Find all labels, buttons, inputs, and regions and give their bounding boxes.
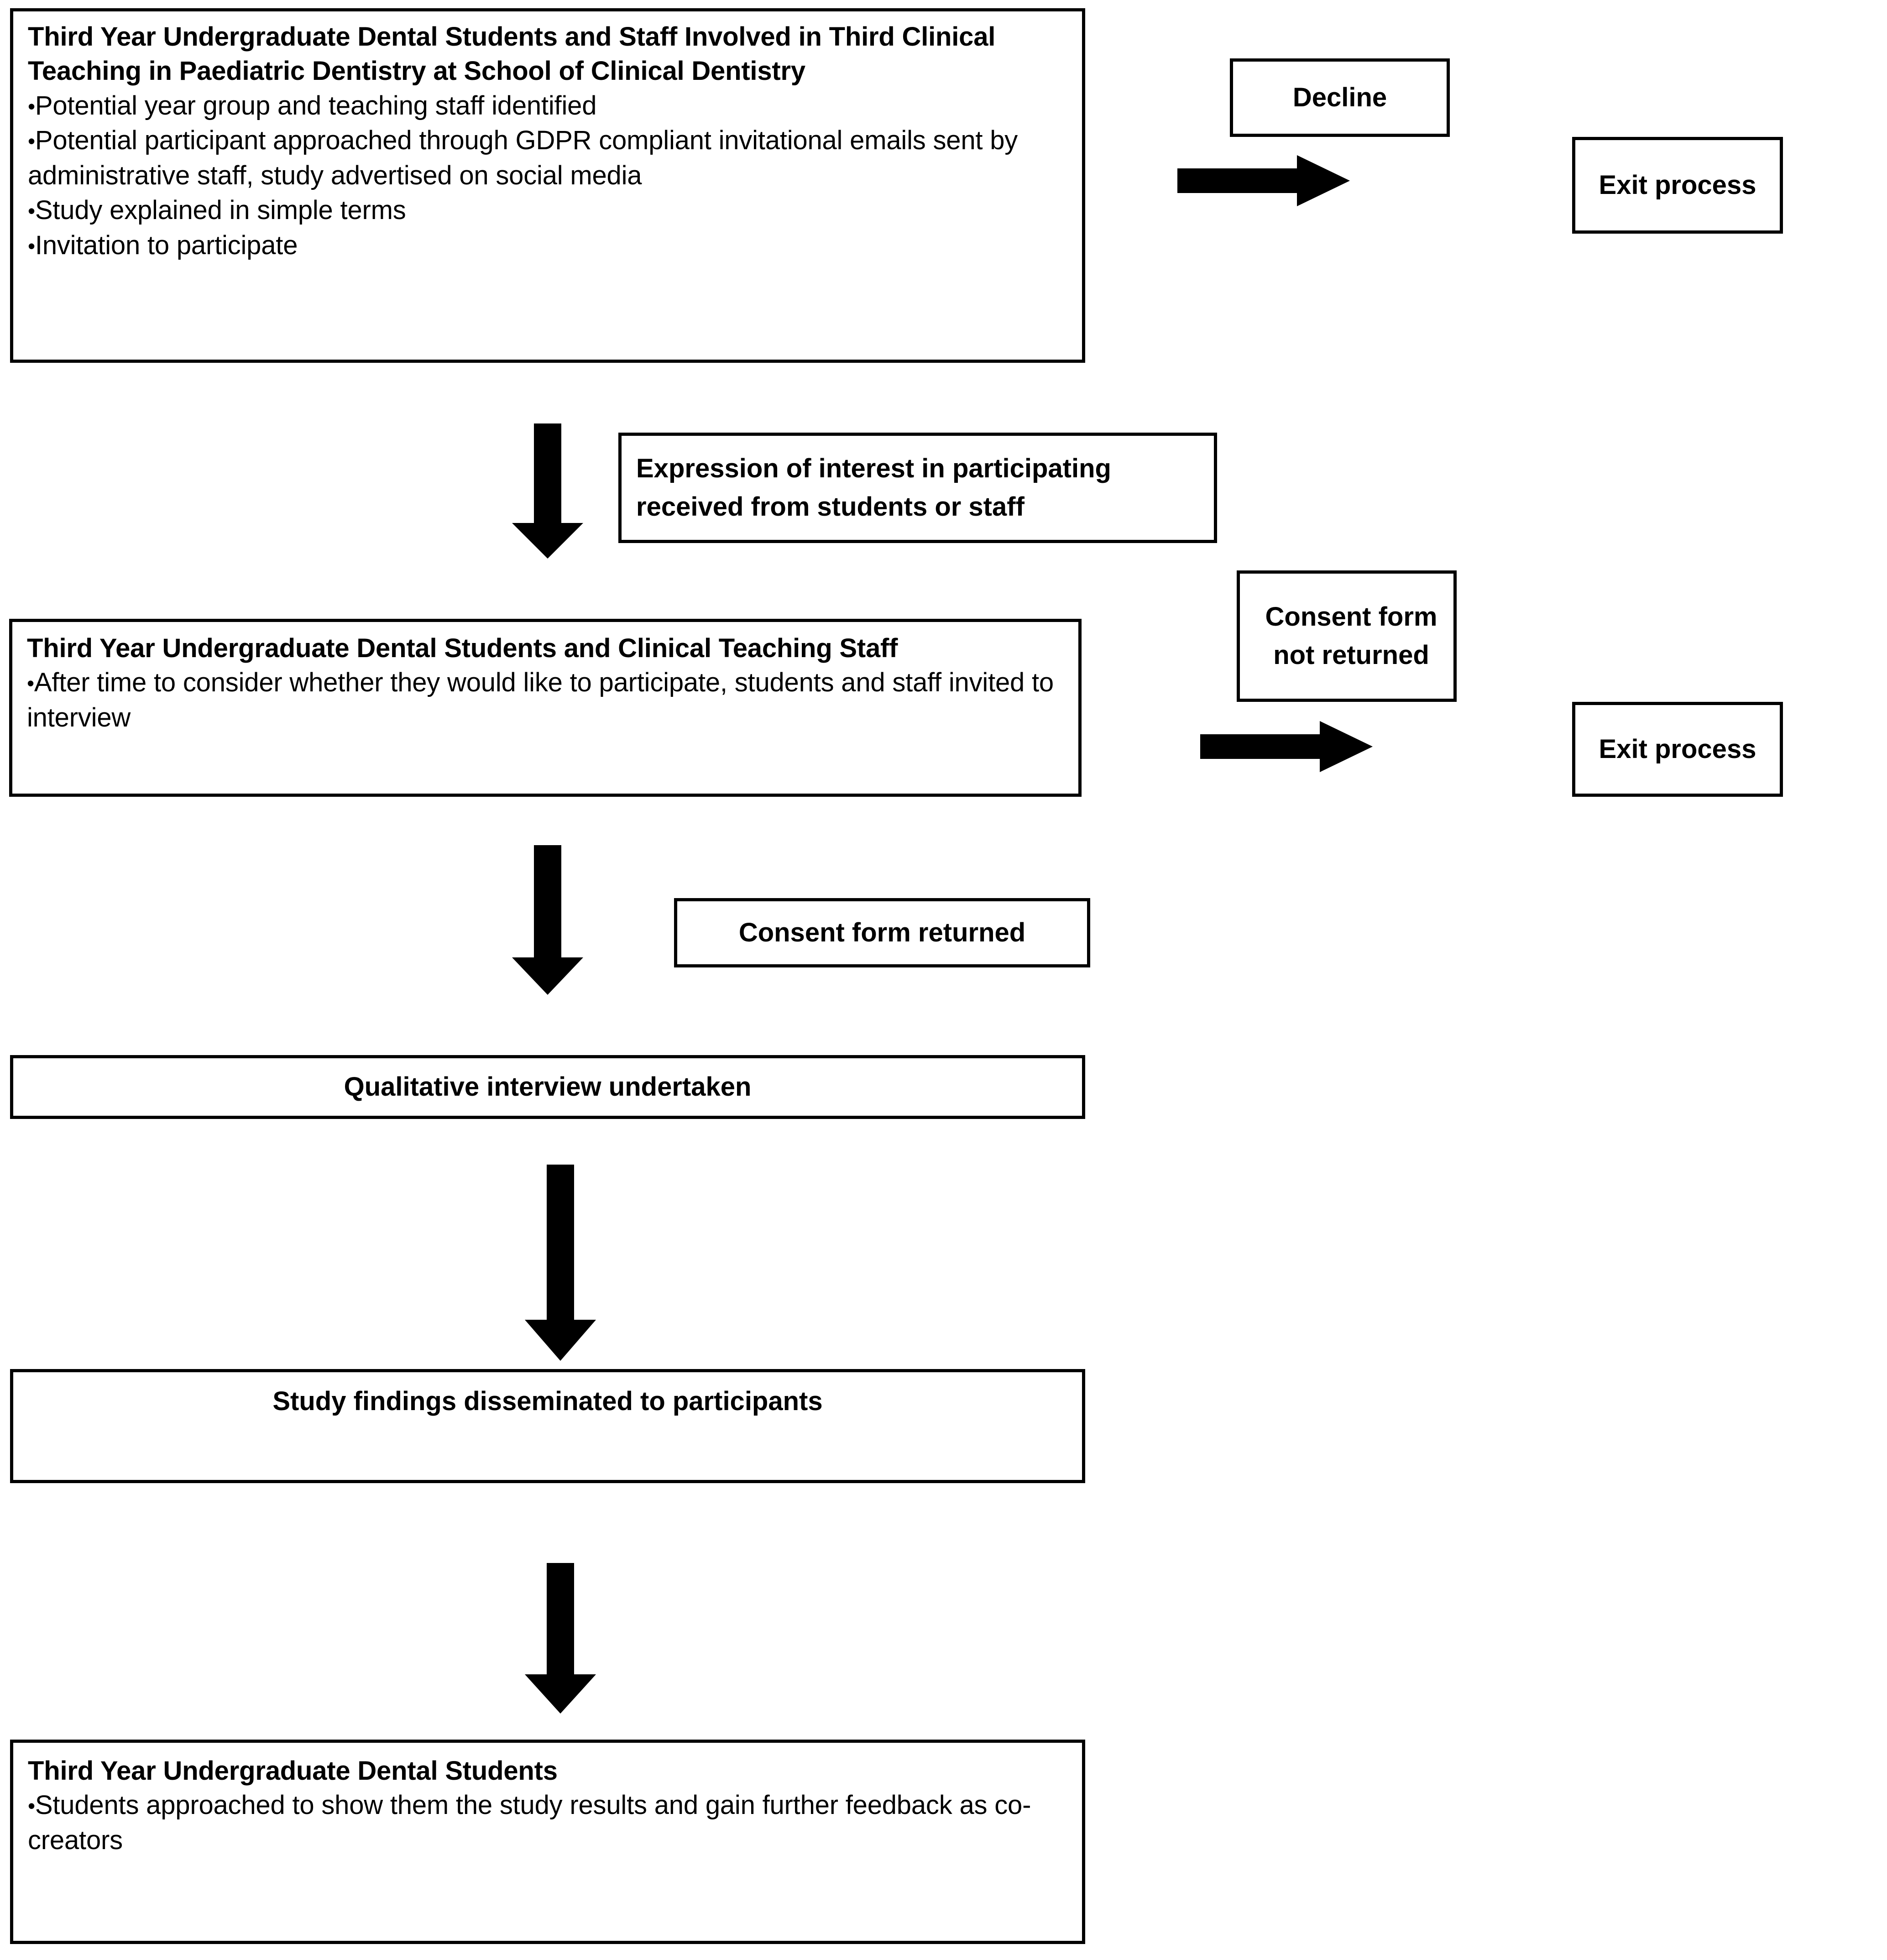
list-item: Potential year group and teaching staff … [28,89,1070,124]
node-expression-of-interest[interactable]: Expression of interest in participating … [618,433,1217,543]
node-consent-not-returned[interactable]: Consent form not returned [1237,570,1457,702]
connector-recruitment-to-exit-1 [1177,155,1350,206]
list-item: After time to consider whether they woul… [27,665,1066,735]
node-dissemination-label: Study findings disseminated to participa… [272,1386,823,1416]
node-consent-returned[interactable]: Consent form returned [674,898,1090,967]
node-qualitative-interview-label: Qualitative interview undertaken [344,1072,752,1102]
connector-interview-to-dissemination [525,1165,596,1361]
node-recruitment-title: Third Year Undergraduate Dental Students… [28,22,996,86]
node-co-creation[interactable]: Third Year Undergraduate Dental Students… [10,1740,1085,1944]
node-exit-process-1-label: Exit process [1599,170,1756,200]
connector-dissemination-to-co-creation [525,1563,596,1714]
node-consent-not-returned-label: Consent form not returned [1265,601,1437,670]
node-expression-of-interest-label: Expression of interest in participating … [636,453,1111,522]
node-consent-returned-label: Consent form returned [738,918,1026,948]
node-exit-process-1[interactable]: Exit process [1572,137,1783,234]
node-exit-process-2-label: Exit process [1599,734,1756,764]
node-decline[interactable]: Decline [1230,58,1450,137]
node-recruitment[interactable]: Third Year Undergraduate Dental Students… [10,8,1085,363]
list-item: Students approached to show them the stu… [28,1788,1070,1858]
node-qualitative-interview[interactable]: Qualitative interview undertaken [10,1055,1085,1119]
list-item: Study explained in simple terms [28,193,1070,228]
connector-recruitment-to-invited [512,423,583,559]
node-decline-label: Decline [1292,83,1387,113]
node-invited-to-interview-bullets: After time to consider whether they woul… [27,665,1066,735]
node-invited-to-interview-title: Third Year Undergraduate Dental Students… [27,633,898,663]
node-co-creation-title: Third Year Undergraduate Dental Students [28,1756,558,1786]
connector-invited-to-interview [512,845,583,995]
connector-invited-to-exit-2 [1200,721,1373,772]
list-item: Potential participant approached through… [28,123,1070,193]
node-exit-process-2[interactable]: Exit process [1572,702,1783,797]
node-invited-to-interview[interactable]: Third Year Undergraduate Dental Students… [9,619,1082,797]
list-item: Invitation to participate [28,228,1070,263]
node-recruitment-bullets: Potential year group and teaching staff … [28,89,1070,263]
node-co-creation-bullets: Students approached to show them the stu… [28,1788,1070,1858]
node-dissemination[interactable]: Study findings disseminated to participa… [10,1369,1085,1483]
